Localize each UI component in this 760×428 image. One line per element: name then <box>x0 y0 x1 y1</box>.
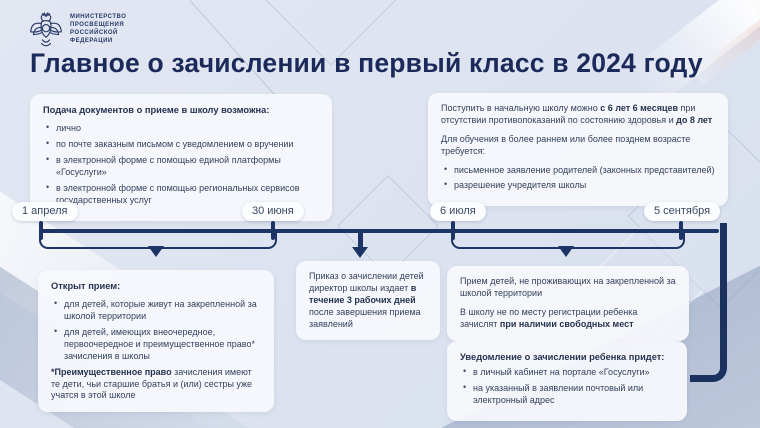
submission-bullet-list: лично по почте заказным письмом с уведомл… <box>43 122 319 206</box>
age-text: Поступить в начальную школу можно <box>441 103 601 113</box>
logo-line: РОССИЙСКОЙ <box>70 30 118 36</box>
bullet-item: для детей, имеющих внеочередное, первооч… <box>53 326 261 363</box>
bullet-item: письменное заявление родителей (законных… <box>443 164 715 177</box>
card-age-requirements: Поступить в начальную школу можно с 6 ле… <box>428 93 728 207</box>
bullet-item: в личный кабинет на портале «Госуслуги» <box>462 366 674 379</box>
bullet-item: разрешение учредителя школы <box>443 179 715 192</box>
age-text: при отсутствии противопоказаний по состо… <box>441 103 696 125</box>
logo-line: ФЕДЕРАЦИИ <box>70 37 113 44</box>
ministry-logo-text: МИНИСТЕРСТВО ПРОСВЕЩЕНИЯ РОССИЙСКОЙ ФЕДЕ… <box>70 14 126 45</box>
timeline-date-june-30: 30 июня <box>242 202 304 221</box>
card-enrollment-order: Приказ о зачислении детей директор школы… <box>296 261 440 341</box>
bullet-item: по почте заказным письмом с уведомлением… <box>45 138 319 151</box>
bracket-arrow-nonresident <box>558 246 574 257</box>
bracket-arrow-open-enrollment <box>148 246 164 257</box>
timeline-arrow-order <box>352 247 368 258</box>
bullet-item: лично <box>45 122 319 135</box>
timeline-tick-september-5 <box>679 221 683 240</box>
timeline-tick-july-6 <box>451 221 455 240</box>
timeline-axis <box>39 229 719 233</box>
age-min-bold: с 6 лет 6 месяцев <box>600 103 679 113</box>
nonresident-paragraph-1: Прием детей, не проживающих на закреплен… <box>460 276 676 298</box>
bullet-item: на указанный в заявлении почтовый или эл… <box>462 382 674 407</box>
bullet-item: для детей, которые живут на закрепленной… <box>53 298 261 323</box>
age-paragraph-2: Для обучения в более раннем или более по… <box>441 133 691 156</box>
order-paragraph: Приказ о зачислении детей директор школы… <box>309 271 427 330</box>
ministry-emblem-icon <box>30 12 62 47</box>
bullet-item: в электронной форме с помощью единой пла… <box>45 154 319 179</box>
card-open-enrollment: Открыт прием: для детей, которые живут н… <box>38 270 274 413</box>
logo-line: МИНИСТЕРСТВО <box>70 14 127 21</box>
timeline-date-april-1: 1 апреля <box>12 202 78 221</box>
age-bullet-list: письменное заявление родителей (законных… <box>441 164 715 193</box>
age-paragraph-1: Поступить в начальную школу можно с 6 ле… <box>441 103 715 127</box>
nonresident-paragraph-2: В школу не по месту регистрации ребенка … <box>460 307 676 331</box>
card-notification-title: Уведомление о зачислении ребенка придет: <box>460 352 665 362</box>
priority-note: *Преимущественное право зачисления имеют… <box>51 367 261 403</box>
order-text: Приказ о зачислении детей директор школы… <box>309 271 424 293</box>
age-max-bold: до 8 лет <box>676 114 713 125</box>
timeline-date-september-5: 5 сентября <box>644 202 721 221</box>
timeline-date-july-6: 6 июля <box>430 202 486 221</box>
timeline-arrow-order-stem <box>358 233 363 248</box>
card-submission-title: Подача документов о приеме в школу возмо… <box>43 105 270 115</box>
notification-bullet-list: в личный кабинет на портале «Госуслуги» н… <box>460 366 674 407</box>
ministry-logo: МИНИСТЕРСТВО ПРОСВЕЩЕНИЯ РОССИЙСКОЙ ФЕДЕ… <box>28 10 126 50</box>
open-bullet-list: для детей, которые живут на закрепленной… <box>51 298 261 363</box>
card-open-title: Открыт прием: <box>51 281 121 291</box>
card-nonresident-admission: Прием детей, не проживающих на закреплен… <box>447 266 689 341</box>
page-title: Главное о зачислении в первый класс в 20… <box>30 48 703 78</box>
timeline-elbow-connector-notification <box>690 223 727 382</box>
order-text: после завершения приема заявлений <box>309 306 421 329</box>
logo-line: ПРОСВЕЩЕНИЯ <box>70 22 125 29</box>
nonresident-vacancy-bold: при наличии свободных мест <box>499 318 634 329</box>
priority-note-bold: *Преимущественное право <box>51 366 172 377</box>
card-enrollment-notification: Уведомление о зачислении ребенка придет:… <box>447 341 687 421</box>
